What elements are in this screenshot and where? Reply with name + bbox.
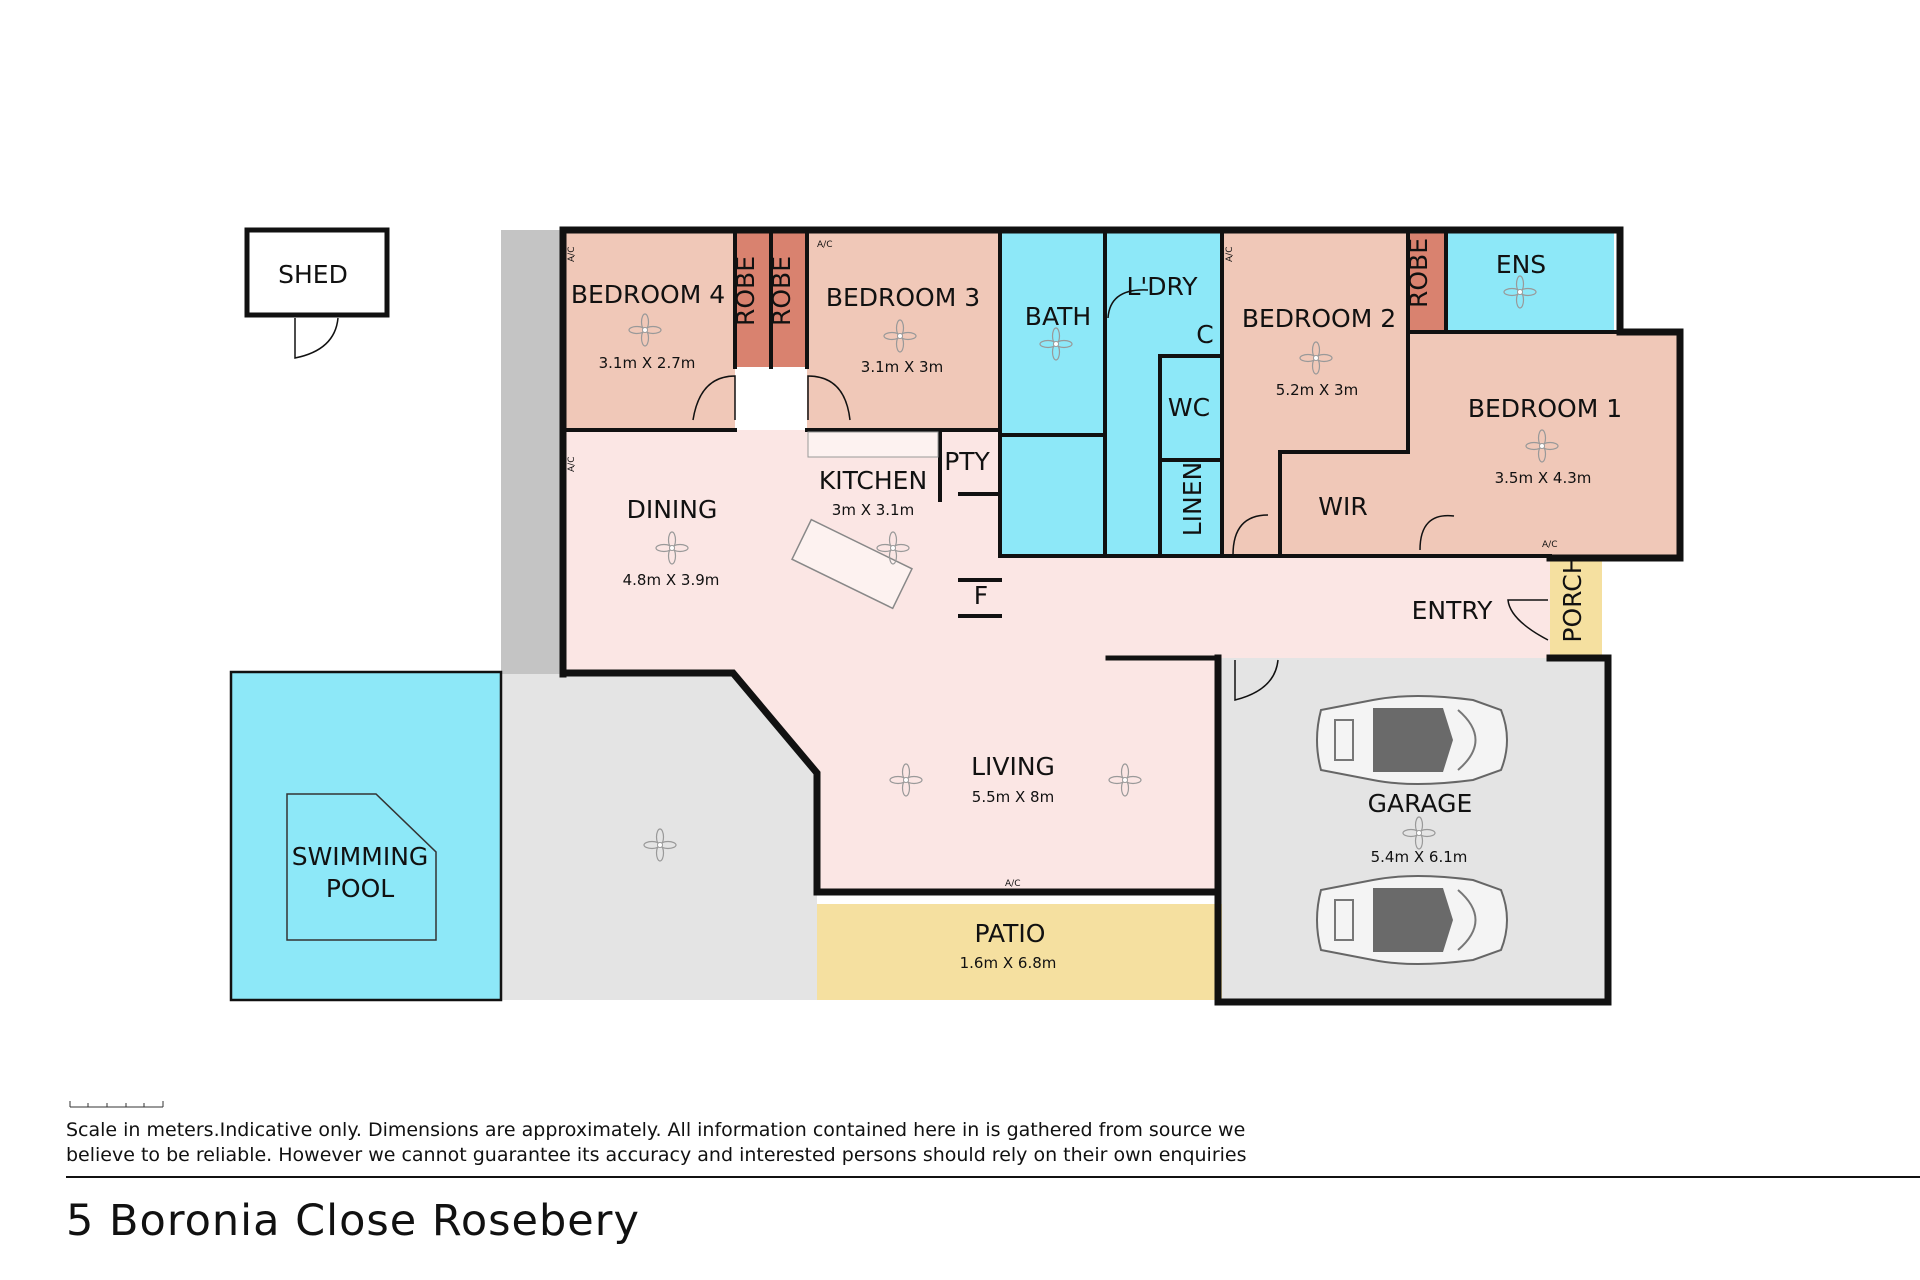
ac-tag: A/C [567, 247, 577, 262]
bedroom-4-label: BEDROOM 4 [571, 280, 725, 309]
entry-label: ENTRY [1412, 596, 1494, 625]
disclaimer-line-1: Scale in meters.Indicative only. Dimensi… [66, 1119, 1246, 1141]
outdoor-area [501, 674, 817, 1000]
shed-door [294, 317, 339, 359]
patio-dim: 1.6m X 6.8m [960, 954, 1057, 972]
ac-tag: A/C [1542, 540, 1557, 550]
side-path [501, 230, 563, 674]
kitchen-dim: 3m X 3.1m [832, 501, 914, 519]
shed-outline [244, 227, 390, 318]
patio-area [817, 904, 1222, 1000]
laundry-label: L'DRY [1126, 272, 1198, 301]
dining-label: DINING [627, 495, 718, 524]
kitchen-island [791, 518, 913, 610]
wir-label: WIR [1318, 492, 1367, 521]
patio-label: PATIO [975, 919, 1046, 948]
pool-label-1: SWIMMING [292, 842, 429, 871]
pool-area [229, 670, 503, 1002]
bedroom-2-dim: 5.2m X 3m [1276, 381, 1358, 399]
living-dim: 5.5m X 8m [972, 788, 1054, 806]
ensuite-area [1446, 232, 1614, 332]
ac-tag: A/C [1225, 247, 1235, 262]
robe-b-area [771, 232, 807, 367]
property-address: 5 Boronia Close Rosebery [66, 1196, 640, 1246]
ac-tag: A/C [817, 240, 832, 250]
wet-area [1000, 232, 1222, 556]
footer-divider [66, 1176, 1920, 1178]
ac-tag: A/C [1005, 879, 1020, 889]
bedroom-4-dim: 3.1m X 2.7m [599, 354, 696, 372]
robe-a-area [735, 232, 771, 367]
shed-label: SHED [278, 260, 348, 289]
linen-label: LINEN [1178, 462, 1207, 537]
fridge-label: F [974, 581, 988, 610]
ac-tag: A/C [567, 457, 577, 472]
bedroom-1-dim: 3.5m X 4.3m [1495, 469, 1592, 487]
disclaimer-line-2: believe to be reliable. However we canno… [66, 1144, 1247, 1166]
walls [559, 226, 1684, 1006]
door-swings [692, 289, 1549, 701]
bedroom-2-label: BEDROOM 2 [1242, 304, 1396, 333]
kitchen-label: KITCHEN [819, 466, 927, 495]
garage-label: GARAGE [1368, 789, 1473, 818]
robe-c-label: ROBE [1404, 238, 1433, 308]
disclaimer: Scale in meters.Indicative only. Dimensi… [66, 1118, 1306, 1168]
ensuite-label: ENS [1496, 250, 1546, 279]
dining-dim: 4.8m X 3.9m [623, 571, 720, 589]
robe-a-label: ROBE [731, 256, 760, 326]
garage-dim: 5.4m X 6.1m [1371, 848, 1468, 866]
living-label: LIVING [971, 752, 1055, 781]
bedroom-3-dim: 3.1m X 3m [861, 358, 943, 376]
wc-label: WC [1168, 393, 1210, 422]
c-label: C [1196, 320, 1213, 349]
bedroom-4-area [563, 232, 735, 430]
porch-label: PORCH [1558, 555, 1587, 642]
bath-label: BATH [1025, 302, 1091, 331]
bedroom-1-label: BEDROOM 1 [1468, 394, 1622, 423]
pantry-label: PTY [944, 447, 990, 476]
kitchen-bench [807, 431, 939, 458]
bedroom-3-label: BEDROOM 3 [826, 283, 980, 312]
porch-area [1550, 556, 1602, 658]
robe-c-area [1408, 232, 1446, 332]
pool-outline [286, 793, 437, 941]
robe-b-label: ROBE [767, 256, 796, 326]
scale-bar [69, 1101, 164, 1108]
bedroom-2-area [1222, 232, 1408, 556]
pool-label-2: POOL [326, 874, 394, 903]
